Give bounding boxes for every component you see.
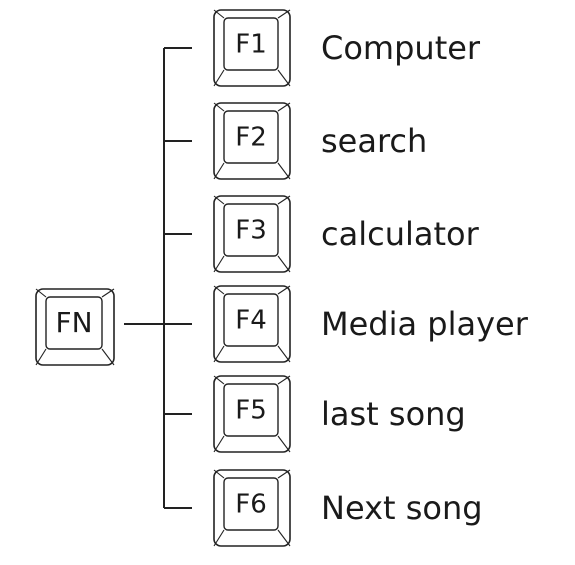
function-keycap: F6 [213, 469, 291, 547]
function-key-row: F6 Next song [164, 469, 483, 547]
function-key-label: F2 [235, 123, 267, 153]
function-description: calculator [321, 215, 480, 253]
function-description: Next song [321, 489, 483, 527]
function-key-label: F3 [235, 216, 267, 246]
function-keycap: F1 [213, 9, 291, 87]
function-keycap: F3 [213, 195, 291, 273]
function-key-label: F6 [235, 490, 267, 520]
function-key-row: F4 Media player [164, 285, 529, 363]
fn-keycap: FN [35, 288, 115, 366]
function-key-row: F2 search [164, 102, 427, 180]
function-keycap: F5 [213, 375, 291, 453]
function-keycap: F4 [213, 285, 291, 363]
function-description: last song [321, 395, 466, 433]
function-key-label: F4 [235, 306, 267, 336]
function-keycap: F2 [213, 102, 291, 180]
function-description: Computer [321, 29, 481, 67]
function-key-label: F1 [235, 30, 267, 60]
fn-key-label: FN [55, 306, 92, 339]
function-description: Media player [321, 305, 529, 343]
function-key-row: F1 Computer [164, 9, 481, 87]
function-description: search [321, 122, 427, 160]
function-key-label: F5 [235, 396, 267, 426]
function-key-row: F3 calculator [164, 195, 480, 273]
function-key-row: F5 last song [164, 375, 466, 453]
